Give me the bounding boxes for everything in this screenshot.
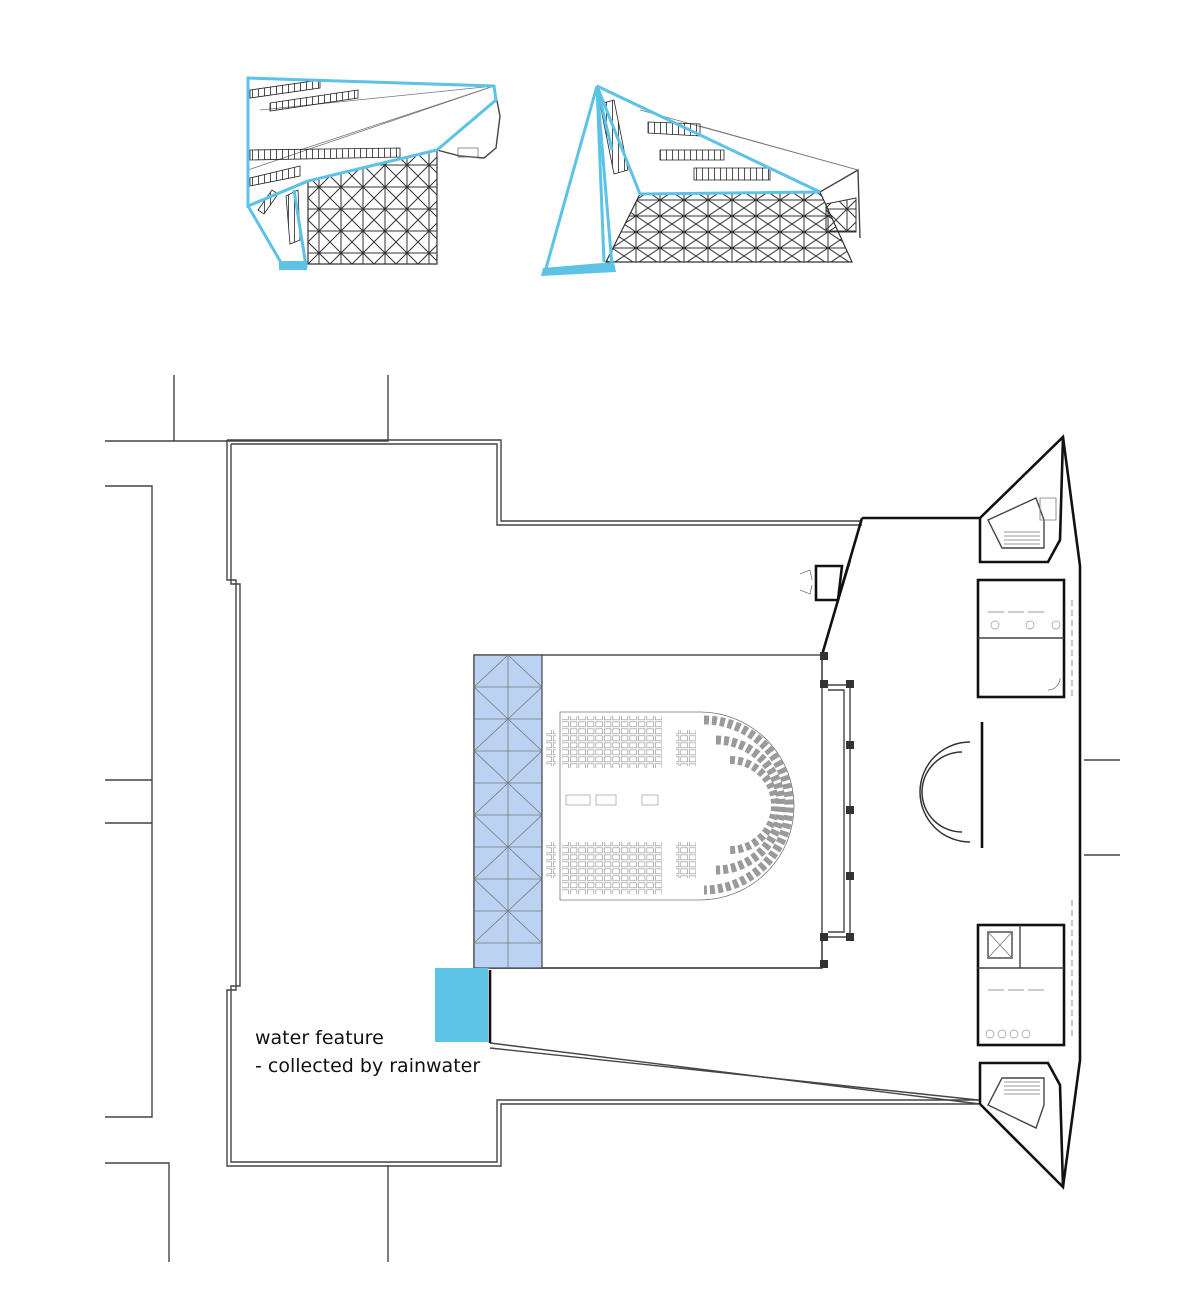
water-feature-label: water feature - collected by rainwater [255, 1024, 480, 1080]
water-feature-subtitle: - collected by rainwater [255, 1055, 481, 1077]
stair-core-bottom [978, 1061, 1065, 1188]
stair-core-top [978, 436, 1065, 564]
restroom-core-bottom [976, 923, 1066, 1047]
section-sketch-left [246, 76, 501, 270]
glazed-wall [473, 654, 543, 969]
floor-plan [105, 375, 1120, 1262]
section-sketch-right [541, 84, 861, 276]
auditorium-seating [546, 711, 795, 901]
water-feature-title: water feature [255, 1027, 384, 1049]
water-feature-icon [435, 968, 488, 1042]
restroom-core-top [976, 578, 1066, 699]
